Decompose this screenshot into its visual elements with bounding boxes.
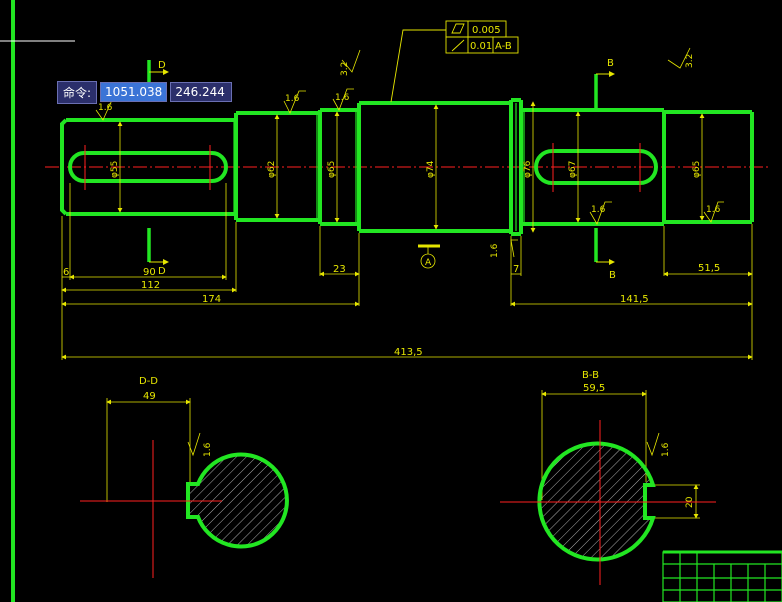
section-dd-profile (186, 452, 289, 549)
dim-d55: φ55 (110, 161, 120, 178)
shaft-outline (60, 98, 754, 236)
dim-d65-left: φ65 (327, 161, 337, 178)
roughness-1-6-b: 1.6 (335, 93, 350, 103)
section-dd-centerlines (80, 440, 222, 578)
datum-circle (420, 253, 436, 269)
y-coordinate-input[interactable]: 246.244 (170, 82, 233, 102)
dim-d76: φ76 (523, 160, 533, 178)
dim-len-141-5: 141,5 (620, 294, 649, 305)
roughness-1-6-h: 1.6 (98, 103, 113, 113)
dim-len-112: 112 (141, 280, 160, 291)
section-bb-centerlines (500, 420, 716, 585)
cutting-plane-arrows (149, 69, 615, 265)
roughness-1-6-a: 1.6 (285, 94, 300, 104)
dim-len-6: 6 (63, 267, 69, 278)
dynamic-input-bar: 命令: 1051.038 246.244 (57, 80, 233, 104)
roughness-1-6-d: 1.6 (591, 205, 606, 215)
title-block (662, 551, 782, 602)
section-bb-width: 59,5 (583, 383, 605, 394)
section-d-top-label: D (158, 60, 166, 71)
dim-len-51-5: 51,5 (698, 263, 720, 274)
roughness-1-6-e: 1.6 (706, 205, 721, 215)
roughness-3-2-left: 3.2 (340, 62, 350, 76)
tolerance-row2-value: 0.01 (470, 41, 492, 52)
tolerance-row1-value: 0.005 (472, 25, 501, 36)
shaft-thin-edges (233, 103, 525, 231)
dim-len-23: 23 (333, 264, 346, 275)
section-dd-width: 49 (143, 391, 156, 402)
dim-len-174: 174 (202, 294, 221, 305)
dim-d74: φ74 (426, 160, 436, 178)
dim-d62: φ62 (267, 161, 277, 178)
section-bb-title: B-B (582, 370, 599, 381)
dim-len-7: 7 (513, 264, 519, 275)
dim-len-90: 90 (143, 267, 156, 278)
roughness-3-2-right: 3.2 (685, 54, 695, 68)
tolerance-frame (390, 20, 519, 103)
extension-lines (61, 183, 753, 360)
keyway-centerlines (84, 143, 641, 192)
section-b-bottom-label: B (609, 270, 616, 281)
x-coordinate-input[interactable]: 1051.038 (100, 82, 168, 102)
dim-d65-right: φ65 (692, 161, 702, 178)
command-prompt-label: 命令: (57, 80, 98, 104)
dim-d67: φ67 (568, 161, 578, 178)
tolerance-row2-datum: A-B (495, 41, 512, 52)
section-d-bottom-label: D (158, 266, 166, 277)
section-dd-title: D-D (139, 376, 158, 387)
section-dd-dimension (106, 398, 191, 502)
diameter-dimension-lines (117, 101, 705, 233)
dim-len-413-5: 413,5 (394, 347, 423, 358)
datum-label: A (425, 258, 432, 268)
roughness-1-6-f: 1.6 (203, 442, 213, 457)
roughness-1-6-c: 1.6 (490, 243, 500, 258)
length-dimension-lines (61, 271, 753, 360)
roughness-1-6-g: 1.6 (661, 442, 671, 457)
section-bb-profile (537, 441, 656, 562)
section-b-top-label: B (607, 58, 614, 69)
